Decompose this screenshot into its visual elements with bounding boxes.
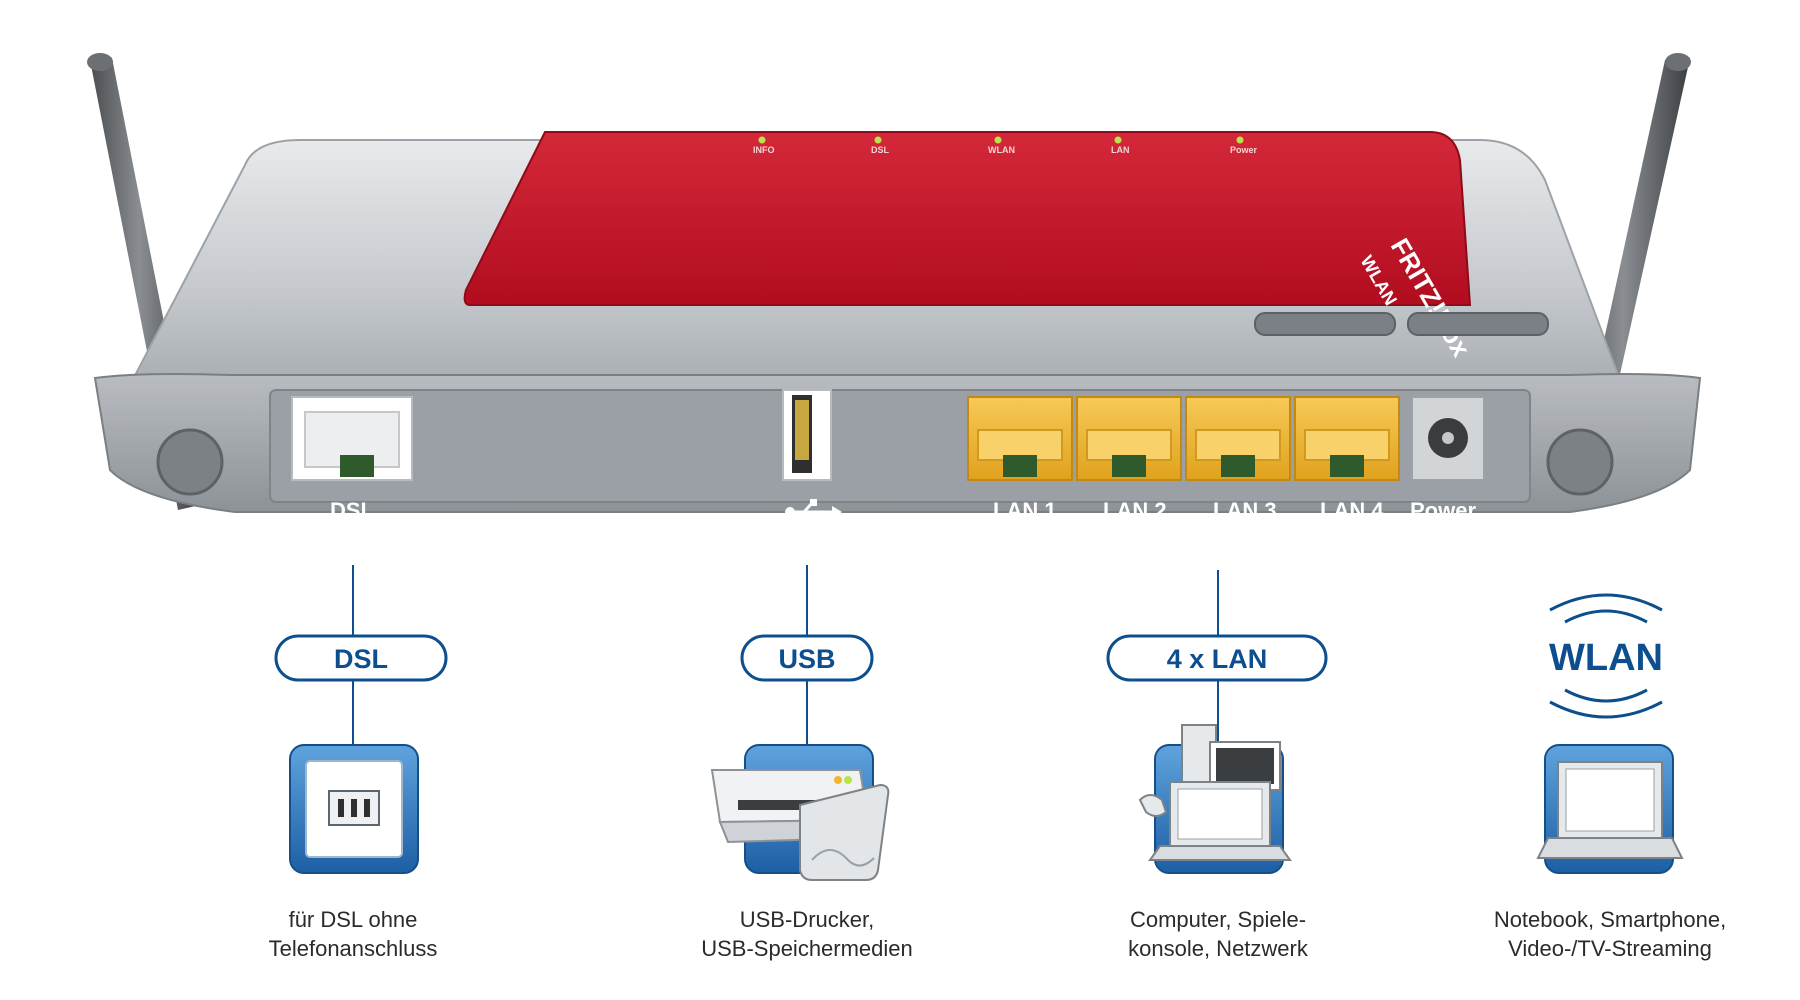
led-power bbox=[1236, 136, 1244, 144]
pill-label: DSL bbox=[334, 644, 388, 674]
left-antenna-joint bbox=[156, 428, 224, 496]
port-label-lan3: LAN 3 bbox=[1213, 498, 1277, 523]
pill-label: 4 x LAN bbox=[1167, 644, 1268, 674]
port-label-lan1: LAN 1 bbox=[993, 498, 1057, 523]
description-line: Telefonanschluss bbox=[268, 936, 438, 961]
dsl-port[interactable] bbox=[291, 396, 413, 481]
usb-drive-icon bbox=[799, 783, 890, 881]
dsl-socket-icon bbox=[289, 744, 419, 874]
wlan-signal-label: WLAN bbox=[1549, 593, 1663, 719]
description-line: USB-Speichermedien bbox=[701, 936, 913, 961]
description-line: Computer, Spiele- bbox=[1129, 907, 1307, 932]
description-line: Video-/TV-Streaming bbox=[1508, 936, 1712, 961]
description-line: Notebook, Smartphone, bbox=[1493, 907, 1727, 932]
usb-symbol-icon bbox=[785, 499, 842, 525]
laptop-icon bbox=[1148, 781, 1292, 861]
game-console-icon bbox=[1138, 794, 1168, 817]
led-row: INFO DSL WLAN LAN Power bbox=[753, 136, 1258, 155]
wlan-button[interactable] bbox=[1254, 312, 1396, 336]
lan-devices-icon bbox=[1138, 724, 1292, 874]
router: INFO DSL WLAN LAN Power FRITZ!Box WLAN bbox=[87, 53, 1702, 525]
led-dsl bbox=[874, 136, 882, 144]
led-label: DSL bbox=[871, 145, 890, 155]
connector-lines bbox=[352, 565, 1219, 745]
led-label: INFO bbox=[753, 145, 775, 155]
wlan-label: WLAN bbox=[1549, 637, 1663, 679]
desktop-computer-icon bbox=[1181, 724, 1281, 791]
description-usb: USB-Drucker, USB-Speichermedien bbox=[627, 905, 987, 963]
pill-usb: USB bbox=[740, 634, 874, 682]
power-jack[interactable] bbox=[1411, 396, 1485, 481]
dect-button[interactable] bbox=[1407, 312, 1549, 336]
description-line: konsole, Netzwerk bbox=[1128, 936, 1308, 961]
usb-port[interactable] bbox=[782, 389, 832, 481]
led-label: LAN bbox=[1111, 145, 1130, 155]
description-line: für DSL ohne bbox=[288, 907, 418, 932]
pill-label: USB bbox=[778, 644, 835, 674]
right-antenna-joint bbox=[1546, 428, 1614, 496]
description-dsl: für DSL ohne Telefonanschluss bbox=[173, 905, 533, 963]
port-label-lan2: LAN 2 bbox=[1103, 498, 1167, 523]
led-label: WLAN bbox=[988, 145, 1015, 155]
description-line: USB-Drucker, bbox=[739, 907, 875, 932]
lan-port-4[interactable] bbox=[1294, 396, 1400, 481]
lan-port-1[interactable] bbox=[967, 396, 1073, 481]
wlan-devices-icon bbox=[1536, 744, 1684, 874]
pill-dsl: DSL bbox=[274, 634, 448, 682]
router-red-cover bbox=[463, 131, 1472, 306]
led-info bbox=[758, 136, 766, 144]
led-lan bbox=[1114, 136, 1122, 144]
pill-lan: 4 x LAN bbox=[1106, 634, 1328, 682]
port-label-dsl: DSL bbox=[330, 498, 374, 523]
port-label-lan4: LAN 4 bbox=[1320, 498, 1384, 523]
usb-devices-icon bbox=[710, 744, 890, 881]
notebook-icon bbox=[1536, 761, 1684, 859]
description-wlan: Notebook, Smartphone, Video-/TV-Streamin… bbox=[1430, 905, 1790, 963]
description-lan: Computer, Spiele- konsole, Netzwerk bbox=[1038, 905, 1398, 963]
lan-port-2[interactable] bbox=[1076, 396, 1182, 481]
lan-port-3[interactable] bbox=[1185, 396, 1291, 481]
led-label: Power bbox=[1230, 145, 1258, 155]
led-wlan bbox=[994, 136, 1002, 144]
port-label-power: Power bbox=[1410, 498, 1476, 523]
